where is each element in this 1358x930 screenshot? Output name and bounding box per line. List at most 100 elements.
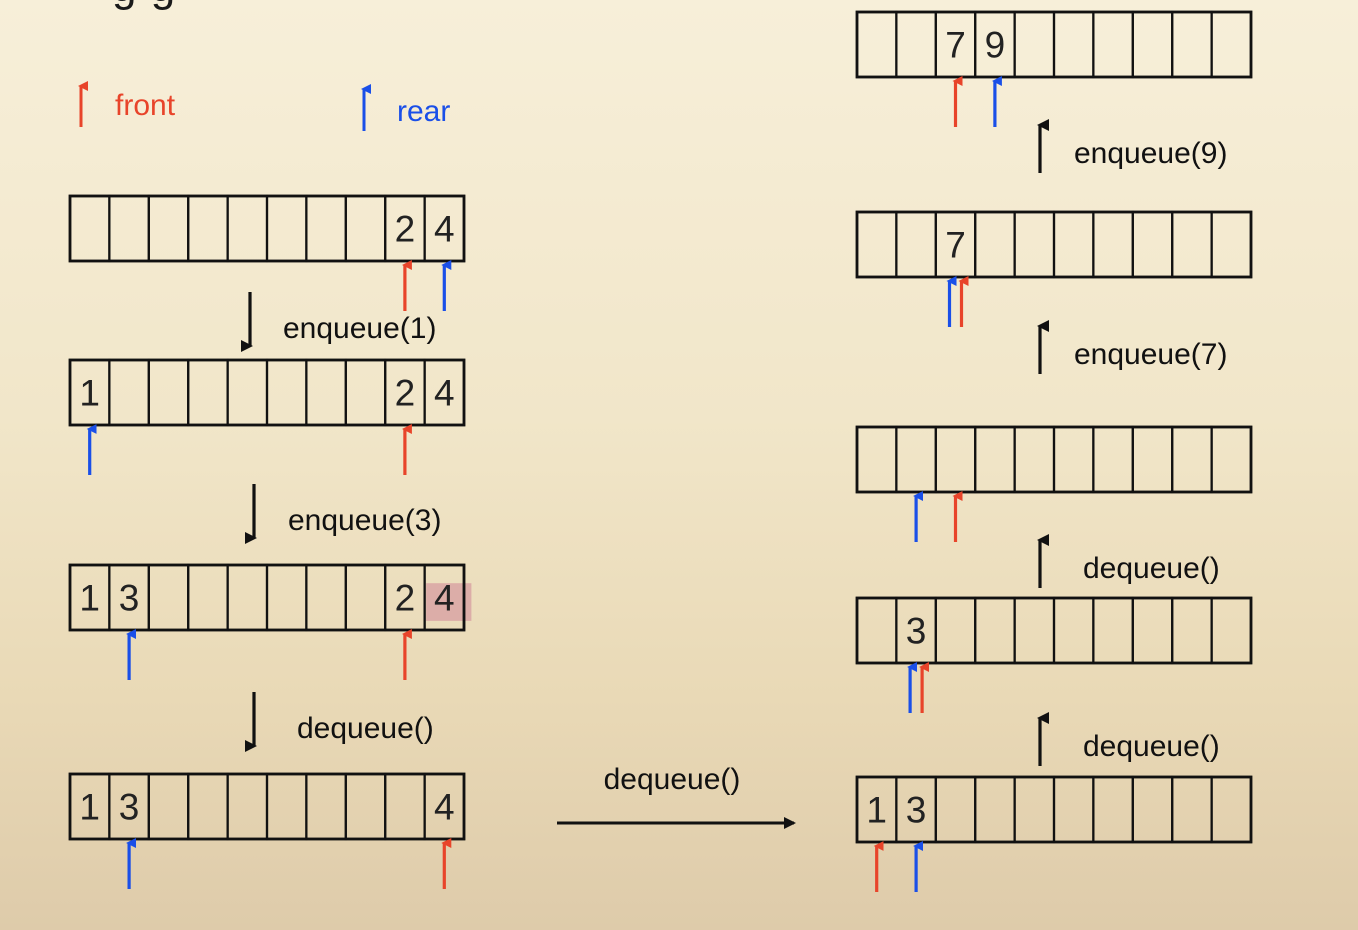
cell-value: 2 <box>395 578 416 619</box>
queue-frame <box>855 425 1253 494</box>
queue-cell <box>1052 596 1095 665</box>
queue-cell <box>1171 425 1213 494</box>
operation-label: enqueue(3) <box>288 504 441 537</box>
queue-cell <box>1092 775 1134 844</box>
queue-cell <box>1171 210 1213 279</box>
queue-frame <box>855 210 1253 279</box>
queue-frame <box>68 194 466 263</box>
queue-cell <box>305 563 347 632</box>
queue-cell <box>344 772 387 841</box>
queue-cell <box>1092 210 1134 279</box>
queue-cell <box>265 194 308 263</box>
queue-cell <box>108 194 150 263</box>
transition-label: dequeue() <box>604 763 741 796</box>
queue-cell <box>1013 425 1056 494</box>
queue-cell <box>187 358 229 427</box>
cell-value: 7 <box>945 25 966 66</box>
queue-frame <box>855 10 1253 79</box>
cell-value: 3 <box>906 790 927 831</box>
queue-cell <box>1210 425 1253 494</box>
operation-label: enqueue(9) <box>1074 137 1227 170</box>
queue-cell <box>305 194 347 263</box>
queue-cell <box>226 358 269 427</box>
cell-value: 7 <box>945 225 966 266</box>
cell-value: 2 <box>395 209 416 250</box>
queue-cell <box>1210 210 1253 279</box>
queue-cell <box>895 10 937 79</box>
queue-cell <box>1131 775 1174 844</box>
queue-cell <box>147 358 190 427</box>
queue-cell <box>265 358 308 427</box>
operation-label: dequeue() <box>297 712 434 745</box>
queue-cell <box>68 194 111 263</box>
queue-cell <box>108 358 150 427</box>
queue-cell <box>1052 425 1095 494</box>
queue-cell <box>305 358 347 427</box>
queue-cell <box>934 775 977 844</box>
queue-cell <box>226 563 269 632</box>
queue-cell <box>1052 775 1095 844</box>
queue-cell <box>1171 596 1213 665</box>
queue-frame <box>855 596 1253 665</box>
queue-cell <box>974 425 1016 494</box>
transition: dequeue() <box>557 763 796 829</box>
cell-value: 1 <box>79 578 100 619</box>
cell-value: 4 <box>434 209 455 250</box>
queue-cell <box>1171 775 1213 844</box>
queue-cell <box>305 772 347 841</box>
queue-cell <box>344 563 387 632</box>
queue-cell <box>1092 425 1134 494</box>
front-legend-label: front <box>115 89 176 122</box>
cell-value: 9 <box>985 25 1006 66</box>
queue-cell <box>1092 596 1134 665</box>
queue-cell <box>1052 10 1095 79</box>
cell-value: 4 <box>434 787 455 828</box>
queue-cell <box>1131 10 1174 79</box>
queue-cell <box>1210 596 1253 665</box>
queue-array: 7 <box>855 210 1253 327</box>
queue-frame <box>68 563 466 632</box>
cell-value: 1 <box>79 373 100 414</box>
cell-value: 1 <box>866 790 887 831</box>
queue-cell <box>384 772 426 841</box>
queue-cell <box>187 772 229 841</box>
queue-frame <box>855 775 1253 844</box>
cell-value: 3 <box>119 787 140 828</box>
queue-cell <box>226 194 269 263</box>
cell-value: 4 <box>434 578 455 619</box>
queue-cell <box>1131 210 1174 279</box>
queue-cell <box>147 194 190 263</box>
queue-cell <box>187 563 229 632</box>
queue-cell <box>187 194 229 263</box>
queue-cell <box>974 775 1016 844</box>
cell-value: 2 <box>395 373 416 414</box>
queue-cell <box>1210 775 1253 844</box>
queue-cell <box>1013 596 1056 665</box>
queue-cell <box>1013 10 1056 79</box>
queue-cell <box>1131 596 1174 665</box>
queue-cell <box>974 210 1016 279</box>
queue-cell <box>1013 210 1056 279</box>
cell-value: 3 <box>906 611 927 652</box>
rear-legend-label: rear <box>397 95 450 128</box>
queue-cell <box>1092 10 1134 79</box>
queue-cell <box>265 772 308 841</box>
queue-frame <box>68 358 466 427</box>
cell-value: 3 <box>119 578 140 619</box>
queue-cell <box>974 596 1016 665</box>
queue-cell <box>855 210 898 279</box>
queue-cell <box>344 358 387 427</box>
queue-cell <box>934 596 977 665</box>
queue-cell <box>895 425 937 494</box>
queue-cell <box>895 210 937 279</box>
queue-array: 3 <box>855 596 1253 713</box>
queue-cell <box>855 425 898 494</box>
